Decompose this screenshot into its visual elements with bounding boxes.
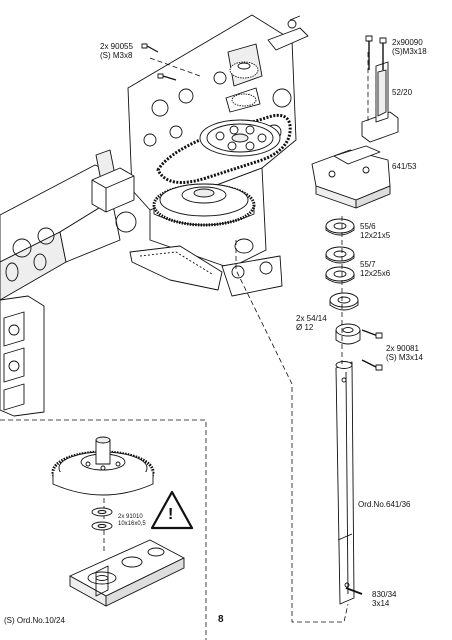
main-spur-gear [152,183,256,227]
bearing-pair-lower [329,292,359,311]
inset-gear-assembly [51,436,185,607]
screws-90090 [365,35,387,70]
drive-belt [156,113,292,184]
main-shaft [335,361,355,605]
bevel-gear-set [225,15,309,113]
page-number: 8 [218,614,224,625]
callout-52-20: 52/20 [392,88,413,97]
callout-shaft-641-36: Ord.No.641/36 [358,500,411,509]
screws-90081 [361,329,383,371]
bearing-55-6 [325,218,355,236]
callout-90090: 2x90090(S)M3x18 [392,38,427,56]
gear-bracket [311,61,399,209]
warning-symbol: ! [168,506,174,523]
warning-triangle-icon [150,490,194,530]
callout-90081: 2x 90081(S) M3x14 [386,344,423,362]
assembly-guide-lines [0,52,369,640]
callout-90055: 2x 90055(S) M3x8 [100,42,133,60]
callout-order-10-24: (S) Ord.No.10/24 [4,616,65,625]
callout-641-53: 641/53 [392,162,417,171]
screws-90055 [141,43,177,81]
pin-830-34 [345,587,363,595]
bearing-55-7 [325,246,355,284]
collar-54-14 [335,323,361,345]
